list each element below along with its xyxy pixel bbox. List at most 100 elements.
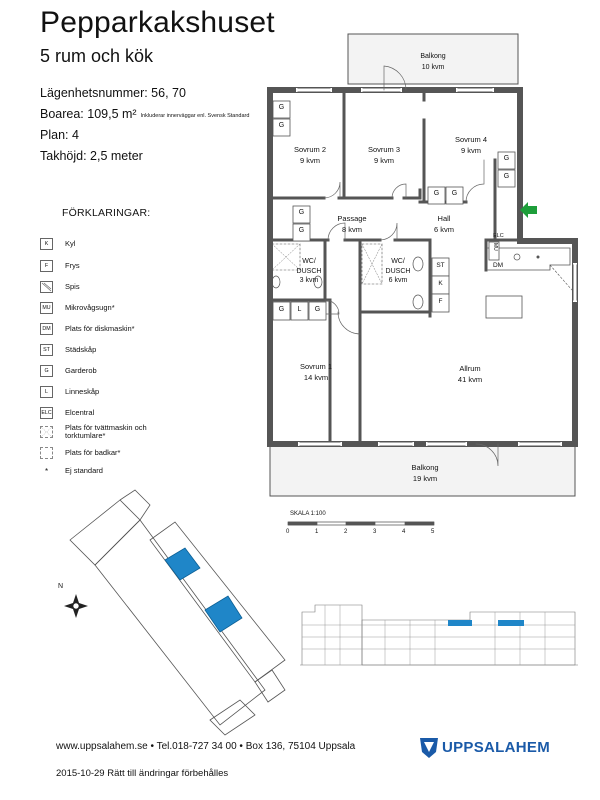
room-name: Sovrum 1 bbox=[299, 362, 333, 371]
wardrobe-label: G bbox=[503, 173, 510, 180]
living-area-note: Inkluderar innerväggar enl. Svensk Stand… bbox=[140, 113, 250, 119]
cleaning-cabinet-icon: ST bbox=[40, 344, 53, 356]
room-area: 3 kvm bbox=[299, 277, 319, 284]
cleaning-cabinet-label: ST bbox=[436, 262, 445, 269]
ceiling-height: Takhöjd: 2,5 meter bbox=[40, 149, 143, 163]
legend-label: Kyl bbox=[65, 239, 76, 248]
floor-info: Plan: 4 bbox=[40, 128, 79, 142]
legend-label: Linneskåp bbox=[65, 387, 100, 396]
legend-label: Mikrovågsugn* bbox=[65, 303, 115, 312]
wardrobe-label: G bbox=[298, 227, 305, 234]
wardrobe-label: G bbox=[278, 306, 285, 313]
wardrobe-label: G bbox=[298, 209, 305, 216]
room-name: Passage bbox=[337, 214, 367, 223]
legend-item-non-standard: * Ej standard bbox=[40, 463, 103, 479]
legend-title: FÖRKLARINGAR: bbox=[62, 207, 151, 219]
legend-item-cleaning: ST Städskåp bbox=[40, 342, 96, 358]
room-allrum: Allrum 41 kvm bbox=[430, 363, 510, 385]
washer-space-icon bbox=[40, 426, 53, 438]
room-name: WC/ DUSCH bbox=[296, 258, 322, 275]
room-sovrum-1: Sovrum 1 14 kvm bbox=[276, 361, 356, 383]
entrance-arrow-icon bbox=[520, 202, 537, 218]
north-label: N bbox=[58, 583, 64, 590]
wardrobe-label: G bbox=[314, 306, 321, 313]
room-area: 9 kvm bbox=[299, 156, 320, 165]
living-area-value: Boarea: 109,5 m² bbox=[40, 107, 137, 121]
room-wc-dusch-1: WC/ DUSCH 3 kvm bbox=[292, 257, 326, 286]
microwave-icon: MU bbox=[40, 302, 53, 314]
room-area: 6 kvm bbox=[388, 277, 408, 284]
asterisk-icon: * bbox=[44, 466, 49, 476]
page-title: Pepparkakshuset bbox=[40, 6, 275, 39]
wardrobe-label: G bbox=[503, 155, 510, 162]
room-name: Balkong bbox=[411, 463, 439, 472]
legend-label: Plats för badkar* bbox=[65, 448, 121, 457]
wardrobe-label: G bbox=[433, 190, 440, 197]
room-balcony-bottom: Balkong 19 kvm bbox=[380, 462, 470, 484]
dishwasher-icon: DM bbox=[40, 323, 53, 335]
room-area: 41 kvm bbox=[457, 375, 483, 384]
linen-label: L bbox=[297, 306, 302, 313]
scale-tick: 4 bbox=[402, 529, 406, 535]
room-wc-dusch-2: WC/ DUSCH 6 kvm bbox=[378, 257, 418, 286]
highlight-apartment-a bbox=[164, 547, 201, 581]
outer-wall bbox=[267, 87, 578, 447]
scale-tick: 5 bbox=[431, 529, 435, 535]
room-area: 9 kvm bbox=[373, 156, 394, 165]
legend-item-wardrobe: G Garderob bbox=[40, 363, 97, 379]
legend-item-freezer: F Frys bbox=[40, 258, 80, 274]
room-balcony-top: Balkong 10 kvm bbox=[360, 51, 506, 73]
room-area: 8 kvm bbox=[341, 225, 362, 234]
room-name: Sovrum 4 bbox=[454, 135, 488, 144]
room-name: Hall bbox=[437, 214, 451, 223]
legend-item-dishwasher: DM Plats för diskmaskin* bbox=[40, 321, 135, 337]
room-name: Balkong bbox=[420, 53, 446, 60]
balcony-top bbox=[347, 33, 519, 85]
legend-label: Plats för diskmaskin* bbox=[65, 324, 135, 333]
room-area: 9 kvm bbox=[460, 146, 481, 155]
freezer-icon: F bbox=[40, 260, 53, 272]
site-plan bbox=[69, 489, 286, 736]
wardrobe-label: G bbox=[278, 122, 285, 129]
legend-item-electric: ELC Elcentral bbox=[40, 405, 94, 421]
legend-label: Elcentral bbox=[65, 408, 95, 417]
microwave-label: MU bbox=[492, 243, 498, 251]
uppsalahem-logo-icon bbox=[420, 738, 438, 758]
scale-tick: 2 bbox=[344, 529, 348, 535]
room-name: Sovrum 2 bbox=[293, 145, 327, 154]
freezer-label: F bbox=[438, 298, 443, 305]
room-sovrum-2: Sovrum 2 9 kvm bbox=[276, 144, 344, 166]
wardrobe-label: G bbox=[278, 104, 285, 111]
room-passage: Passage 8 kvm bbox=[320, 213, 384, 235]
electric-central-label: ELC bbox=[493, 233, 504, 239]
legend-item-washer: Plats för tvättmaskin och torktumlare* bbox=[40, 424, 175, 440]
electric-central-icon: ELC bbox=[40, 407, 53, 419]
legend-item-bathtub: Plats för badkar* bbox=[40, 445, 120, 461]
wardrobe-icon: G bbox=[40, 365, 53, 377]
room-hall: Hall 6 kvm bbox=[412, 213, 476, 235]
room-area: 6 kvm bbox=[433, 225, 454, 234]
legend-label: Ej standard bbox=[65, 466, 103, 475]
scale-tick: 1 bbox=[315, 529, 319, 535]
room-area: 19 kvm bbox=[412, 474, 438, 483]
legend-item-microwave: MU Mikrovågsugn* bbox=[40, 300, 115, 316]
legend-label: Plats för tvättmaskin och torktumlare* bbox=[65, 423, 147, 440]
legend-label: Spis bbox=[65, 282, 80, 291]
apartment-numbers: Lägenhetsnummer: 56, 70 bbox=[40, 86, 186, 100]
room-area: 10 kvm bbox=[421, 64, 445, 71]
uppsalahem-logo: UPPSALAHEM bbox=[442, 739, 551, 756]
highlight-apartment-b bbox=[204, 595, 243, 633]
fridge-icon: K bbox=[40, 238, 53, 250]
dishwasher-label: DM bbox=[492, 262, 504, 269]
facade-highlight-a bbox=[448, 620, 472, 626]
wardrobe-label: G bbox=[451, 190, 458, 197]
room-sovrum-3: Sovrum 3 9 kvm bbox=[346, 144, 422, 166]
room-name: WC/ DUSCH bbox=[385, 258, 411, 275]
page-subtitle: 5 rum och kök bbox=[40, 46, 154, 66]
legend-item-linen: L Linneskåp bbox=[40, 384, 99, 400]
scale-tick: 3 bbox=[373, 529, 377, 535]
legend-label: Städskåp bbox=[65, 345, 97, 354]
footer-date-note: 2015-10-29 Rätt till ändringar förbehåll… bbox=[56, 768, 229, 779]
